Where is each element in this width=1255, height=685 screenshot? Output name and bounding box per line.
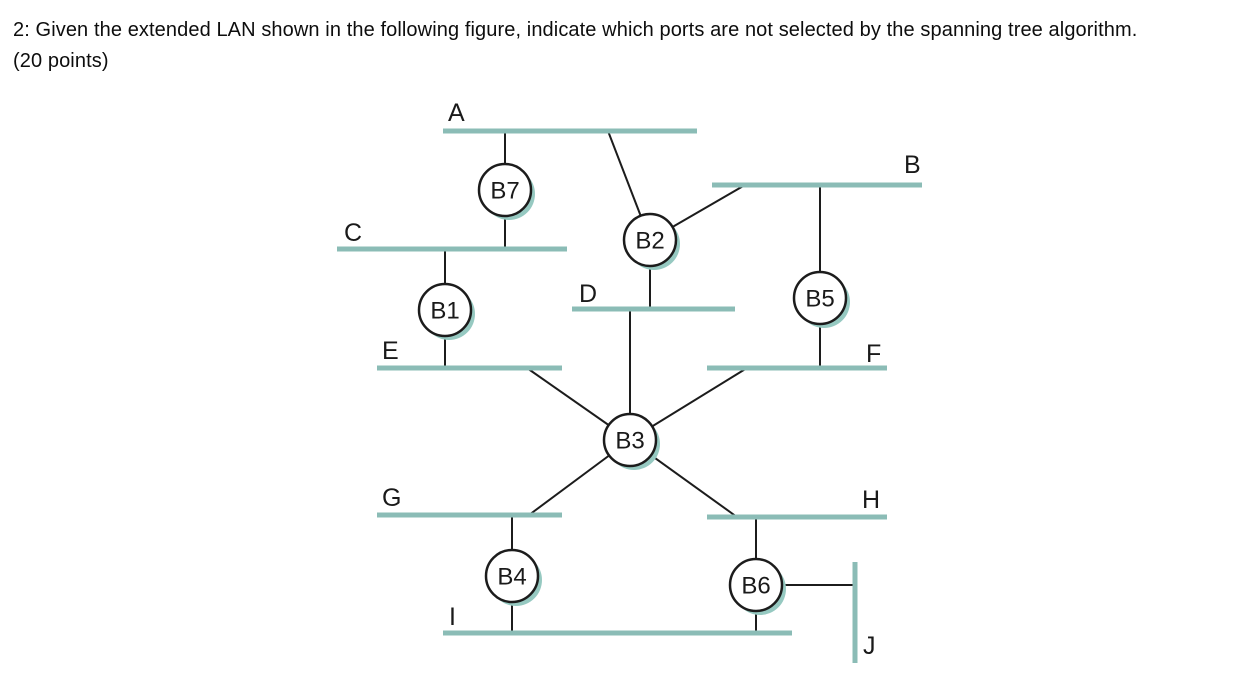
lan-A-label: A	[448, 99, 465, 127]
bridge-B3-circle	[602, 412, 658, 468]
bridge-B7-circle	[477, 162, 533, 218]
lan-I-label: I	[449, 603, 456, 631]
question-text: 2: Given the extended LAN shown in the f…	[13, 15, 1253, 77]
lan-H-label: H	[862, 486, 880, 514]
question-line-2: (20 points)	[13, 50, 109, 72]
bridge-B1-circle	[417, 282, 473, 338]
bridge-B6-label: B6	[741, 573, 770, 600]
bridge-B4-circle	[484, 548, 540, 604]
bridge-B2-label: B2	[635, 228, 664, 255]
lan-E-label: E	[382, 337, 399, 365]
lan-D-label: D	[579, 280, 597, 308]
bridge-B6-circle	[728, 557, 784, 613]
bridge-B7-label: B7	[490, 178, 519, 205]
bridge-B2-circle	[622, 212, 678, 268]
bridge-B4-label: B4	[497, 564, 526, 591]
bridge-B1-label: B1	[430, 298, 459, 325]
bridge-B3-label: B3	[615, 428, 644, 455]
bridge-B5-circle	[792, 270, 848, 326]
bridge-B5-label: B5	[805, 286, 834, 313]
question-line-1: 2: Given the extended LAN shown in the f…	[13, 19, 1138, 41]
lan-C-label: C	[344, 219, 362, 247]
lan-J-label: J	[863, 632, 876, 660]
lan-G-label: G	[382, 484, 401, 512]
lan-B-label: B	[904, 151, 921, 179]
lan-F-label: F	[866, 340, 881, 368]
